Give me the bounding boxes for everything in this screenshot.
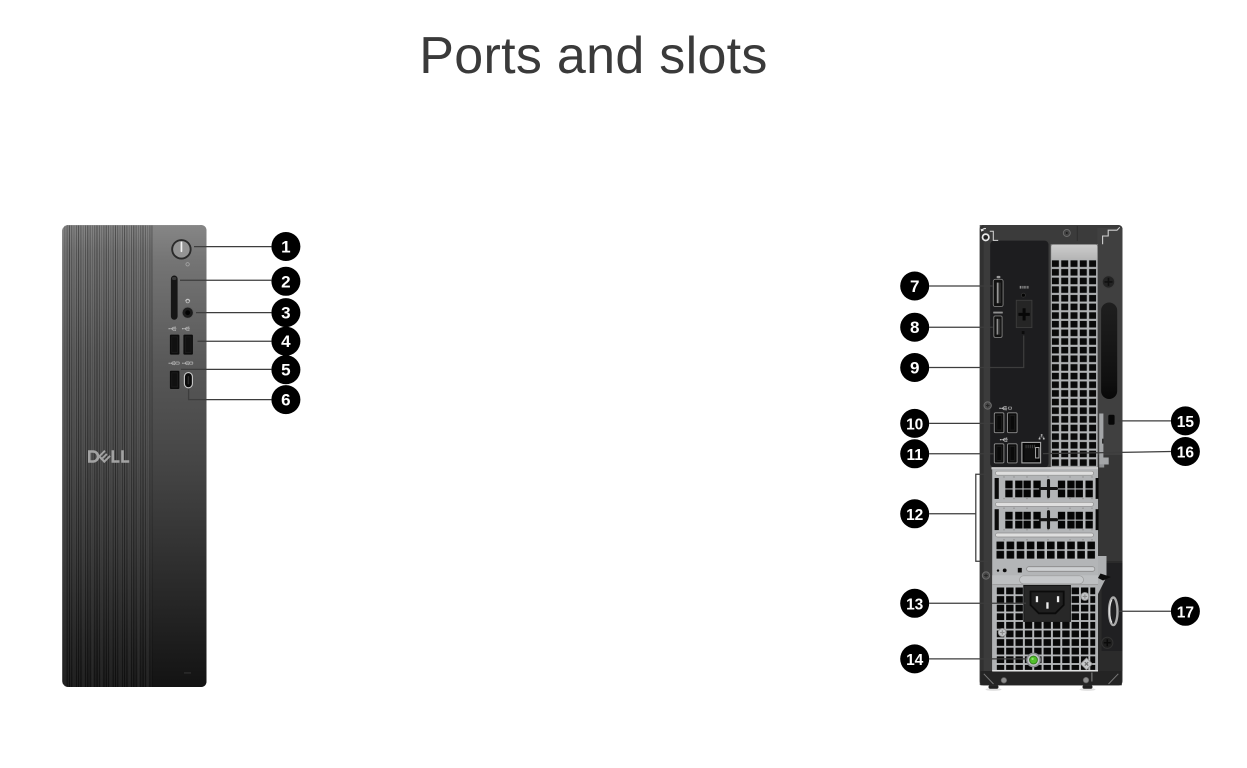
svg-text:17: 17 — [1177, 604, 1194, 621]
svg-text:5: 5 — [281, 361, 290, 380]
svg-text:2: 2 — [281, 272, 290, 291]
svg-text:13: 13 — [906, 596, 924, 613]
svg-text:12: 12 — [906, 507, 923, 524]
svg-text:14: 14 — [906, 652, 924, 669]
svg-text:7: 7 — [910, 277, 919, 296]
svg-text:10: 10 — [906, 416, 923, 433]
svg-text:6: 6 — [281, 391, 290, 410]
svg-text:4: 4 — [281, 332, 291, 351]
svg-text:8: 8 — [910, 318, 919, 337]
svg-text:11: 11 — [907, 447, 924, 464]
svg-text:3: 3 — [281, 304, 290, 323]
svg-text:16: 16 — [1177, 445, 1195, 462]
svg-text:15: 15 — [1177, 414, 1195, 431]
svg-text:Ports and slots: Ports and slots — [419, 27, 767, 85]
svg-text:1: 1 — [281, 238, 290, 257]
svg-text:9: 9 — [910, 359, 919, 378]
